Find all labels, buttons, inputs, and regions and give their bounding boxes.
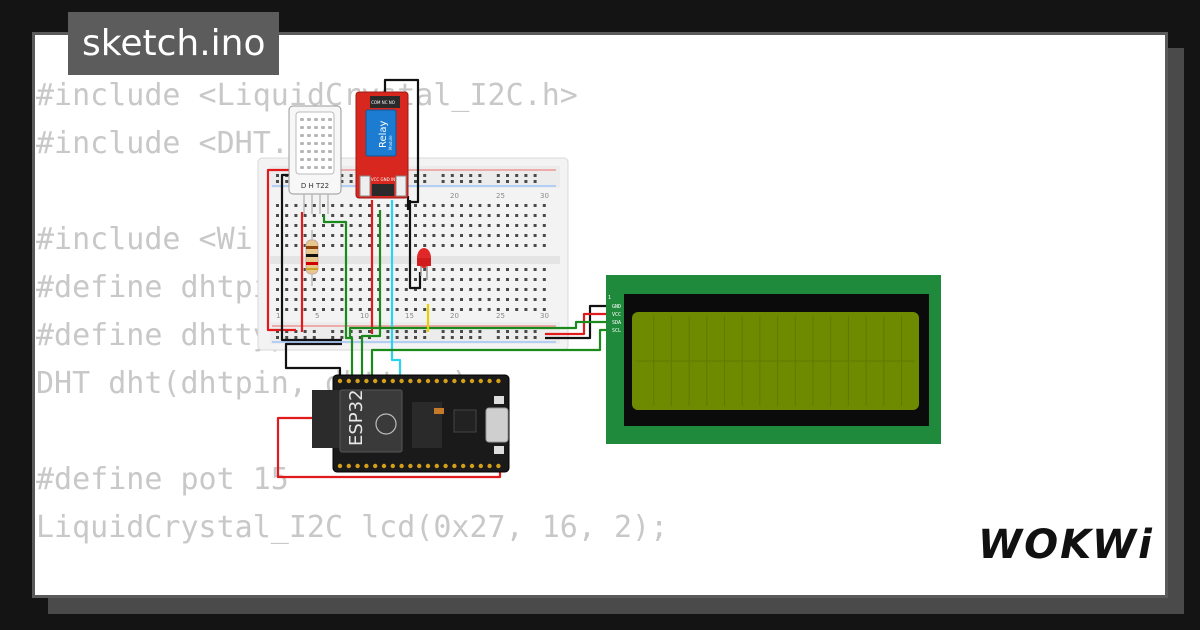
bb-num-25: 25 <box>496 192 505 200</box>
lcd-pin-vcc: VCC <box>612 312 621 318</box>
dht22-sensor: D H T22 <box>288 105 342 214</box>
resistor <box>305 230 319 286</box>
wire-black-relay-led <box>408 200 422 290</box>
bb-num-30b: 30 <box>540 312 549 320</box>
bb-num-5b: 5 <box>315 312 319 320</box>
file-tab[interactable]: sketch.ino <box>68 12 280 75</box>
bb-num-20b: 20 <box>450 312 459 320</box>
bb-num-10b: 10 <box>360 312 369 320</box>
wire-black-esp <box>284 342 342 378</box>
code-line: #include <DHT.h> <box>36 126 325 161</box>
wire-green-dht <box>322 215 354 378</box>
wire-black-relay <box>383 78 420 204</box>
relay-module: COM NC NO Relay Module VCC GND IN <box>355 91 409 199</box>
wokwi-logo: WOKWi <box>978 522 1154 568</box>
lcd-pin-gnd: GND <box>612 304 621 310</box>
code-line: #define pot 15 <box>36 462 289 497</box>
code-line: LiquidCrystal_I2C lcd(0x27, 16, 2); <box>36 510 669 545</box>
dht-label: D H T22 <box>301 182 329 190</box>
esp32-board: ESP32 <box>312 374 510 473</box>
lcd-pin-scl: SCL <box>612 328 621 334</box>
red-led <box>417 248 431 280</box>
relay-bottom-pins: VCC GND IN <box>371 177 395 182</box>
lcd-pin-1: 1 <box>608 295 611 301</box>
lcd-display: 1 GND VCC SDA SCL <box>606 275 941 444</box>
wire-green-scl <box>370 328 608 378</box>
bb-num-25b: 25 <box>496 312 505 320</box>
wire-green-relay <box>360 210 382 378</box>
wire-green-sda <box>348 320 608 338</box>
relay-top-pins: COM NC NO <box>371 100 395 105</box>
lcd-pin-sda: SDA <box>612 320 621 326</box>
wire-red-lcd <box>545 312 608 336</box>
wire-black-dht <box>280 173 342 342</box>
bb-num-20: 20 <box>450 192 459 200</box>
relay-body-sub: Module <box>388 135 393 150</box>
bb-num-1b: 1 <box>276 312 280 320</box>
bb-num-15b: 15 <box>405 312 414 320</box>
bb-num-30: 30 <box>540 192 549 200</box>
esp32-label: ESP32 <box>346 389 367 446</box>
relay-body-label: Relay <box>378 120 389 148</box>
wire-cyan <box>390 200 402 378</box>
